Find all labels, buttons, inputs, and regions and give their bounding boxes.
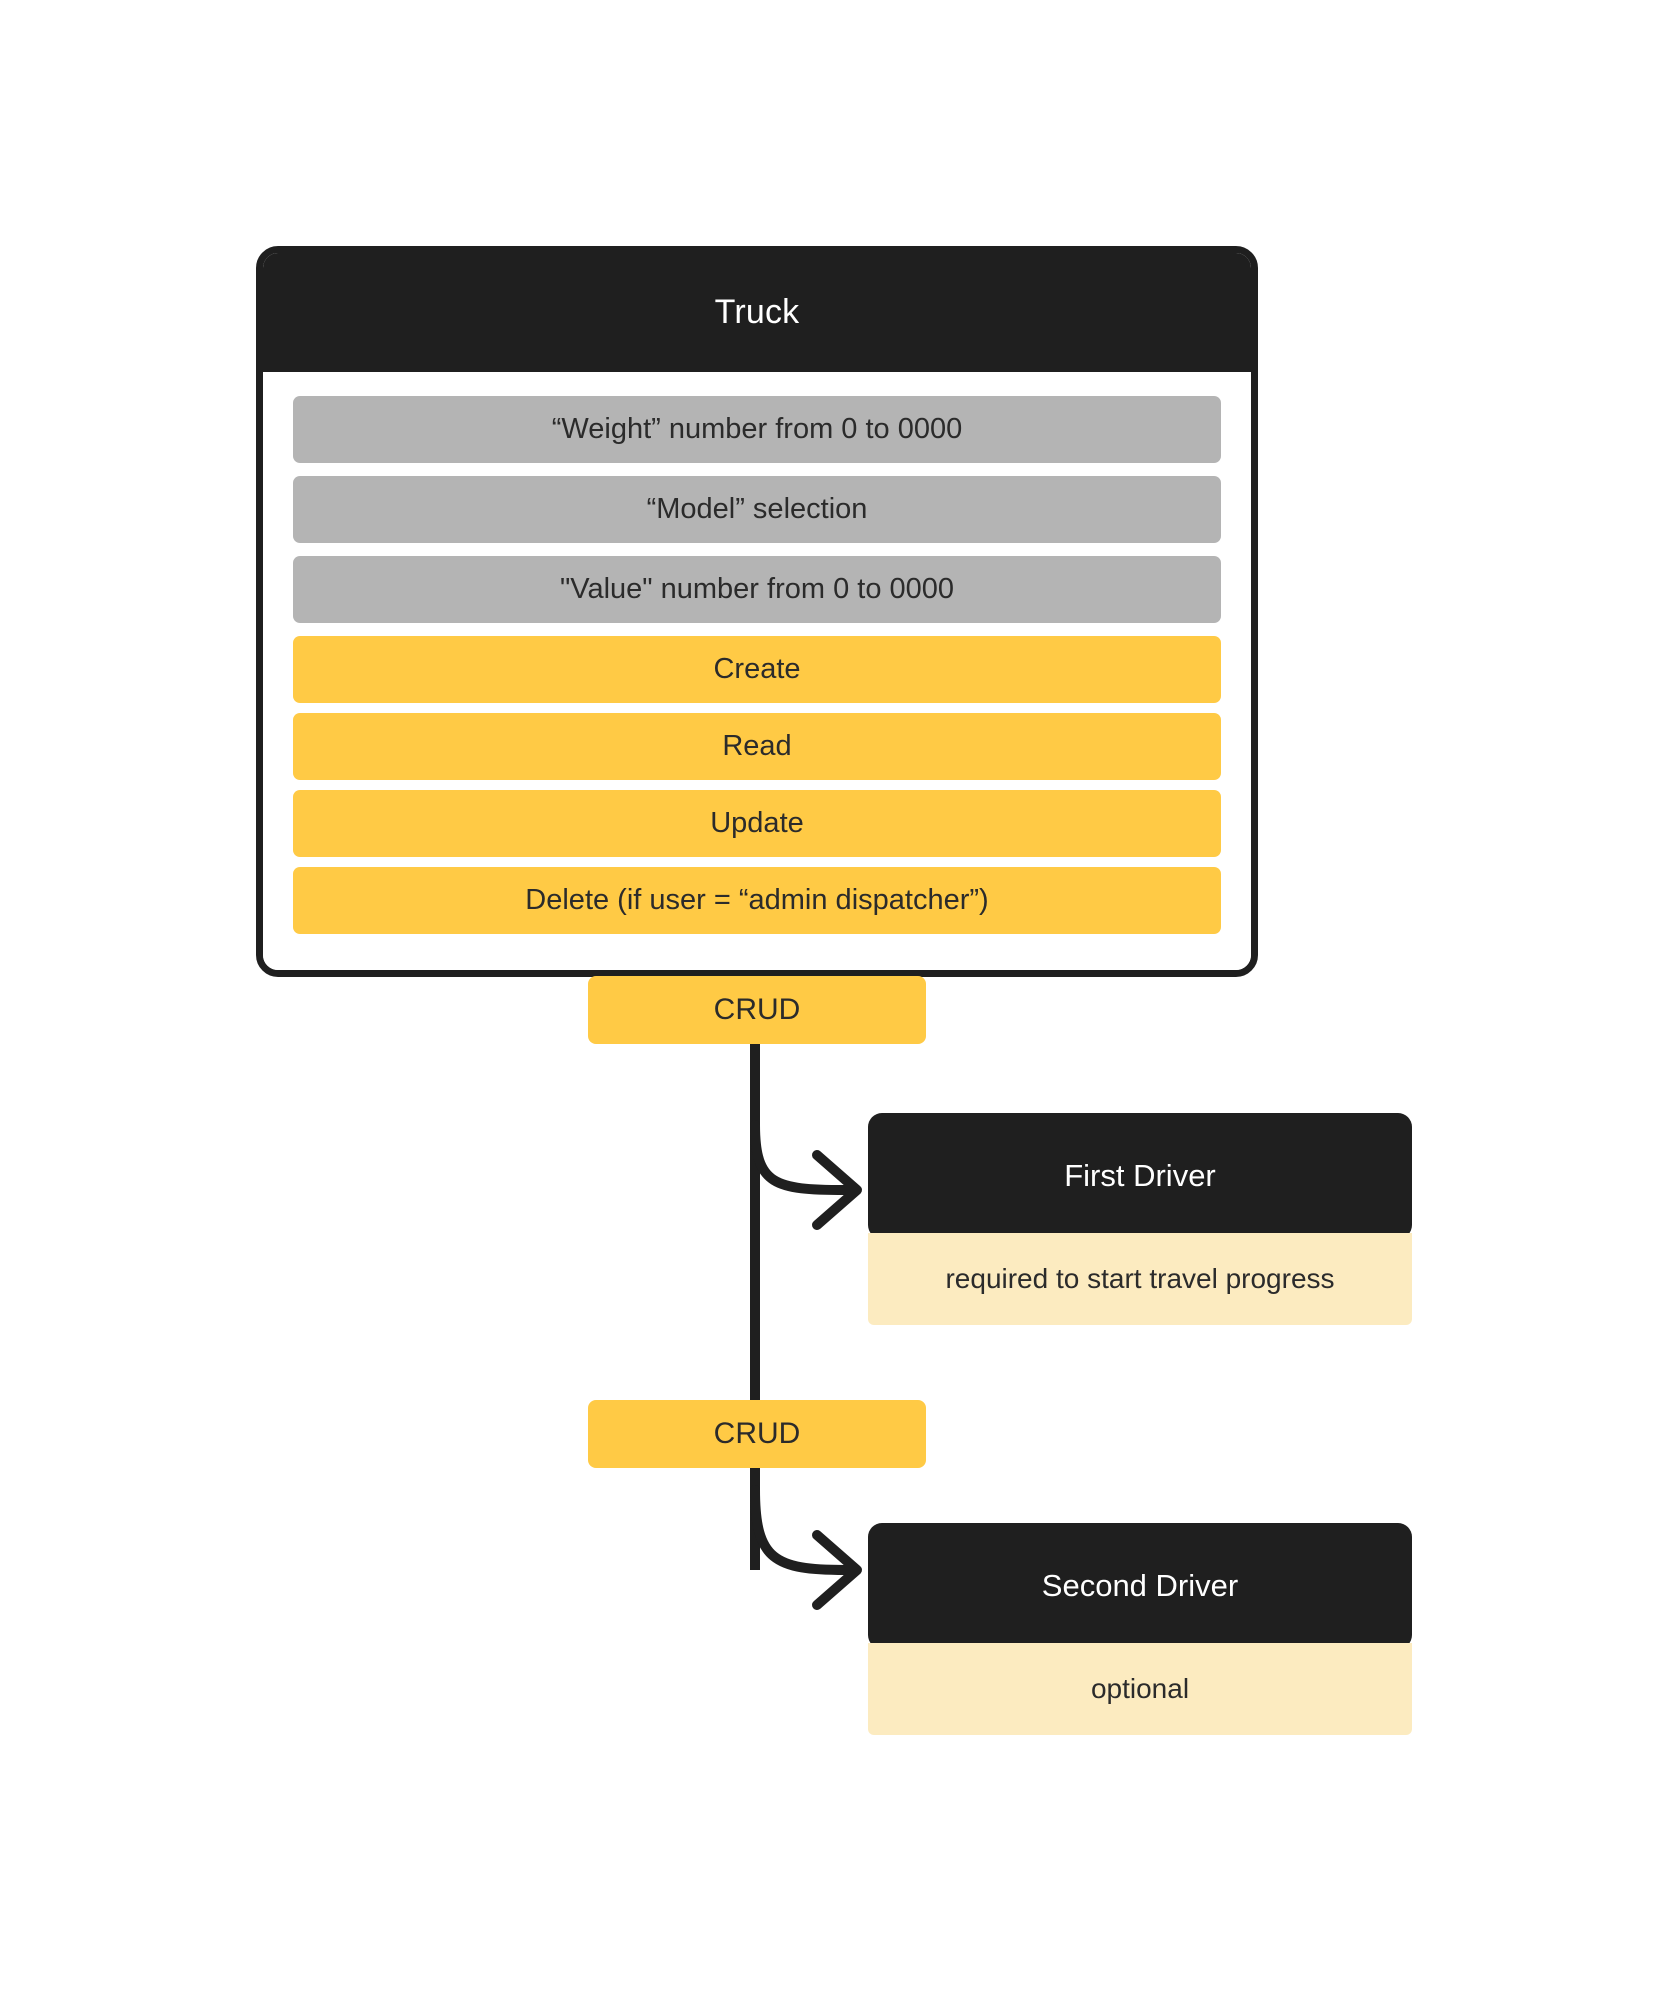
entity-action-create[interactable]: Create xyxy=(293,636,1221,703)
entity-field-model[interactable]: “Model” selection xyxy=(293,476,1221,543)
entity-action-update[interactable]: Update xyxy=(293,790,1221,857)
entity-body: “Weight” number from 0 to 0000 “Model” s… xyxy=(263,372,1251,970)
entity-action-read[interactable]: Read xyxy=(293,713,1221,780)
first-driver-title: First Driver xyxy=(868,1113,1412,1239)
branch-arrow-first-driver xyxy=(750,1120,860,1195)
entity-field-value[interactable]: "Value" number from 0 to 0000 xyxy=(293,556,1221,623)
branch-arrow-second-driver xyxy=(750,1485,860,1575)
entity-card-first-driver: First Driver required to start travel pr… xyxy=(868,1113,1412,1325)
arrowhead-second-driver xyxy=(812,1530,862,1610)
entity-action-delete[interactable]: Delete (if user = “admin dispatcher”) xyxy=(293,867,1221,934)
first-driver-note: required to start travel progress xyxy=(868,1233,1412,1325)
entity-field-weight[interactable]: “Weight” number from 0 to 0000 xyxy=(293,396,1221,463)
second-driver-note: optional xyxy=(868,1643,1412,1735)
arrowhead-first-driver xyxy=(812,1150,862,1230)
entity-title: Truck xyxy=(263,253,1251,372)
entity-card-truck: Truck “Weight” number from 0 to 0000 “Mo… xyxy=(256,246,1258,977)
second-driver-title: Second Driver xyxy=(868,1523,1412,1649)
relation-badge-crud-second[interactable]: CRUD xyxy=(588,1400,926,1468)
entity-card-second-driver: Second Driver optional xyxy=(868,1523,1412,1735)
relation-badge-crud-first[interactable]: CRUD xyxy=(588,976,926,1044)
